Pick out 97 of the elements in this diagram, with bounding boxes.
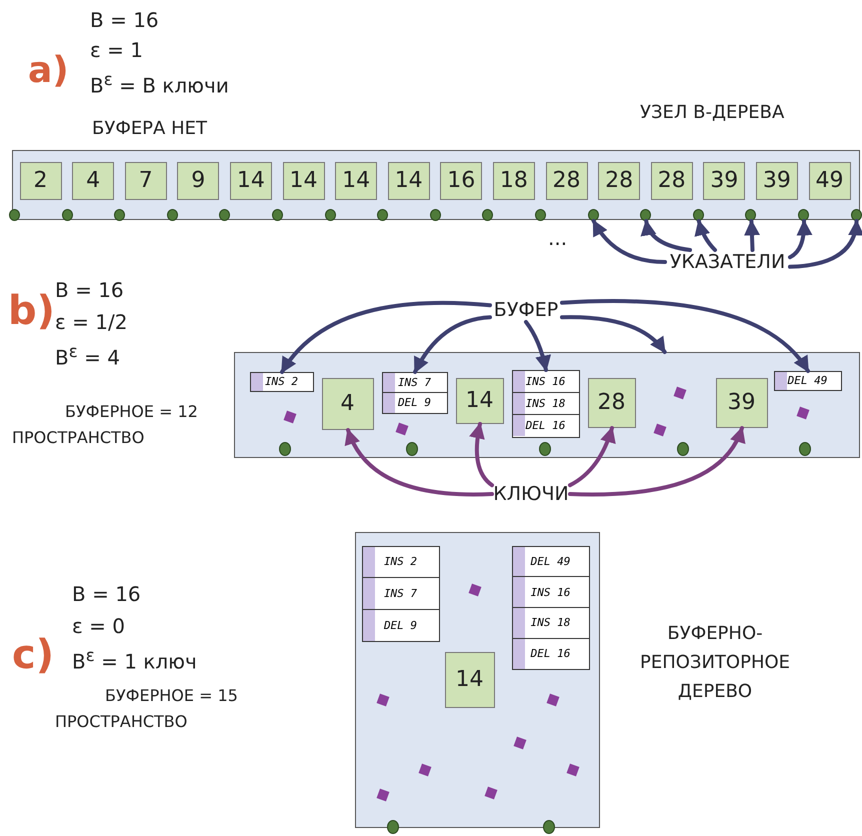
buffer-box <box>512 546 590 670</box>
pointer-dot <box>745 208 756 220</box>
tree-node-box <box>234 352 860 458</box>
arrow <box>346 428 494 496</box>
arrow <box>788 219 812 260</box>
tree-node-box <box>12 150 860 220</box>
pointer-dot <box>406 442 418 456</box>
buffer-message: INS 7 <box>362 578 438 610</box>
pointer-dot <box>850 208 862 220</box>
text-label: ε = 1 <box>90 38 144 62</box>
buffer-message: INS 16 <box>512 370 578 393</box>
text-label: ε = 0 <box>72 614 126 638</box>
pointer-dot <box>278 442 290 456</box>
text-label: B$^{ε}$ = 4 <box>55 342 120 370</box>
text-label: БУФЕРА НЕТ <box>92 118 207 139</box>
key-box: 14 <box>388 162 430 200</box>
buffer-message: INS 18 <box>512 392 578 416</box>
text-label: УЗЕЛ В-ДЕРЕВА <box>640 102 784 123</box>
arrow <box>560 315 667 354</box>
key-box: 28 <box>546 162 588 200</box>
pointer-dot <box>62 208 73 220</box>
text-label: B$^{ε}$ = 1 ключ <box>72 646 197 674</box>
pointer-dot <box>272 208 283 220</box>
pointer-dot <box>542 820 554 834</box>
key-box: 28 <box>650 162 693 200</box>
pointer-dot <box>538 442 550 456</box>
arrow <box>744 219 760 252</box>
arrow <box>280 300 492 374</box>
arrow <box>568 426 744 496</box>
key-box: 28 <box>588 378 636 428</box>
key-box: 14 <box>230 162 272 200</box>
key-box: 14 <box>456 378 504 424</box>
key-box: 16 <box>440 162 482 200</box>
buffer-message: INS 7 <box>382 372 446 393</box>
key-box: 18 <box>492 162 535 200</box>
text-label: B = 16 <box>55 278 124 302</box>
buffer-box <box>382 372 448 414</box>
pointer-dot <box>588 208 599 220</box>
key-box: 14 <box>444 652 494 708</box>
pointer-dot <box>114 208 126 220</box>
key-box: 4 <box>72 162 114 200</box>
key-box: 4 <box>322 378 374 430</box>
text-label: ПРОСТРАНСТВО <box>12 428 144 447</box>
key-box: 7 <box>124 162 167 200</box>
key-box: 2 <box>20 162 62 200</box>
buffer-message: INS 2 <box>362 546 438 578</box>
arrow <box>469 422 494 488</box>
pointer-dot <box>430 208 441 220</box>
key-box: 14 <box>335 162 378 200</box>
pointer-dot <box>386 820 398 834</box>
text-label: c) <box>12 632 54 678</box>
key-box: 39 <box>703 162 746 200</box>
text-label: B$^{ε}$ = B ключи <box>90 70 229 98</box>
pointer-dot <box>798 208 809 220</box>
key-box: 49 <box>808 162 850 200</box>
key-box: 39 <box>716 378 768 428</box>
key-box: 28 <box>598 162 640 200</box>
callout-label: УКАЗАТЕЛИ <box>665 250 790 274</box>
buffer-message: DEL 49 <box>512 546 588 578</box>
callout-label: КЛЮЧИ <box>492 483 570 505</box>
buffer-message: INS 18 <box>512 608 588 639</box>
text-label: ПРОСТРАНСТВО <box>55 712 188 731</box>
key-box: 9 <box>177 162 220 200</box>
text-label: a) <box>28 50 69 91</box>
pointer-dot <box>9 208 20 220</box>
pointer-dot <box>640 208 652 220</box>
pointer-dot <box>535 208 546 220</box>
pointer-dot <box>482 208 494 220</box>
text-label: ε = 1/2 <box>55 310 128 334</box>
buffer-box <box>362 546 440 642</box>
callout-label: БУФЕР <box>490 298 562 322</box>
key-box: 39 <box>756 162 798 200</box>
pointer-dot <box>676 442 688 456</box>
arrow <box>788 219 862 269</box>
buffer-box <box>512 370 580 438</box>
arrow <box>524 320 551 372</box>
text-label: B = 16 <box>72 582 141 606</box>
arrow <box>642 219 692 252</box>
pointer-dot <box>166 208 178 220</box>
key-box: 14 <box>282 162 324 200</box>
arrow <box>568 426 616 488</box>
pointer-dot <box>377 208 388 220</box>
text-label: B = 16 <box>90 8 159 32</box>
text-label: БУФЕРНО-РЕПОЗИТОРНОЕ ДЕРЕВО <box>640 622 790 704</box>
arrow <box>694 219 717 252</box>
pointer-dot <box>692 208 704 220</box>
text-label: ... <box>548 226 568 250</box>
text-label: БУФЕРНОЕ = 15 <box>105 686 238 705</box>
arrow <box>560 299 810 373</box>
pointer-dot <box>324 208 336 220</box>
pointer-dot <box>219 208 230 220</box>
text-label: b) <box>8 288 55 334</box>
arrow <box>413 315 492 374</box>
pointer-dot <box>798 442 810 456</box>
buffer-message: INS 16 <box>512 577 588 608</box>
text-label: БУФЕРНОЕ = 12 <box>65 402 198 421</box>
arrow <box>592 219 667 264</box>
